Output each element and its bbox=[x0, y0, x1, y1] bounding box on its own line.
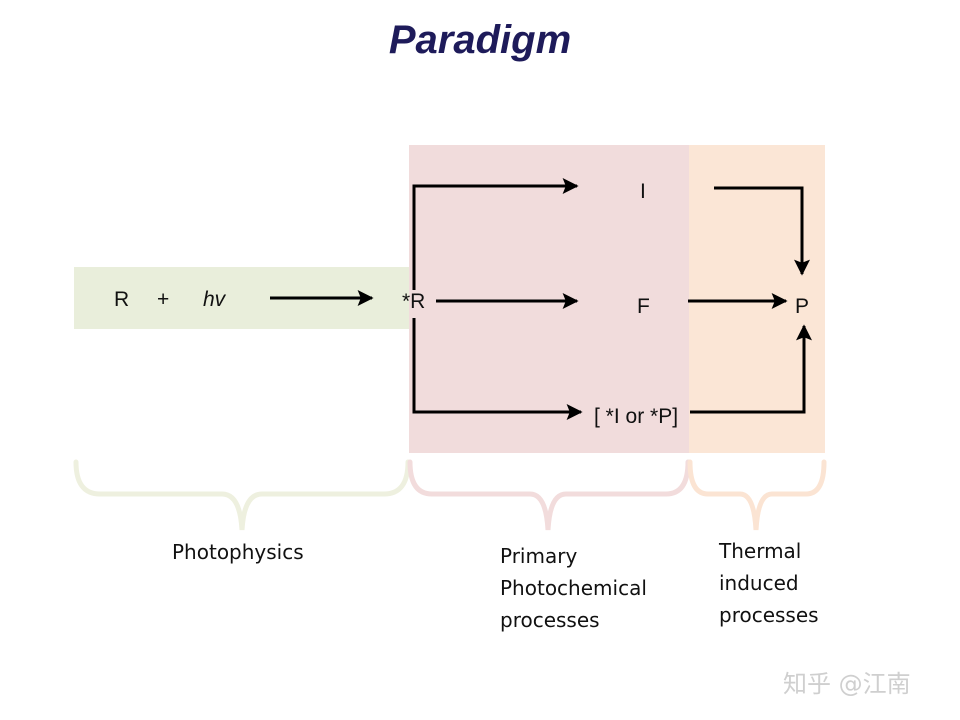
brace-photophysics bbox=[73, 459, 411, 531]
label-product: P bbox=[795, 295, 810, 318]
caption-line: Thermal bbox=[719, 539, 802, 563]
label-photon: hv bbox=[203, 288, 226, 311]
label-excited-product: [ *I or *P] bbox=[594, 405, 679, 428]
caption-line: Primary bbox=[500, 544, 578, 568]
label-reactant: R bbox=[114, 288, 130, 311]
arrow-intermediate-to-product bbox=[714, 186, 810, 276]
caption-photophysics: Photophysics bbox=[172, 536, 304, 568]
caption-line: induced bbox=[719, 571, 799, 595]
brace-primary bbox=[407, 459, 691, 531]
watermark: 知乎 @江南 bbox=[783, 670, 911, 698]
caption-line: processes bbox=[719, 603, 819, 627]
primary-photochemical-band bbox=[409, 145, 689, 453]
brace-thermal bbox=[687, 459, 827, 531]
caption-thermal: Thermal induced processes bbox=[719, 535, 819, 631]
caption-line: Photophysics bbox=[172, 540, 304, 564]
label-excited-state: *R bbox=[402, 290, 426, 313]
caption-line: processes bbox=[500, 608, 600, 632]
label-funnel: F bbox=[637, 295, 650, 318]
caption-line: Photochemical bbox=[500, 576, 647, 600]
caption-primary-photochemical: Primary Photochemical processes bbox=[500, 540, 647, 636]
arrow-excited-product-to-product bbox=[690, 324, 812, 414]
label-plus: + bbox=[157, 288, 170, 311]
arrow-to-intermediate bbox=[412, 178, 579, 290]
label-intermediate: I bbox=[640, 180, 646, 203]
arrow-to-excited-product bbox=[412, 318, 583, 420]
page-title: Paradigm bbox=[388, 18, 572, 62]
